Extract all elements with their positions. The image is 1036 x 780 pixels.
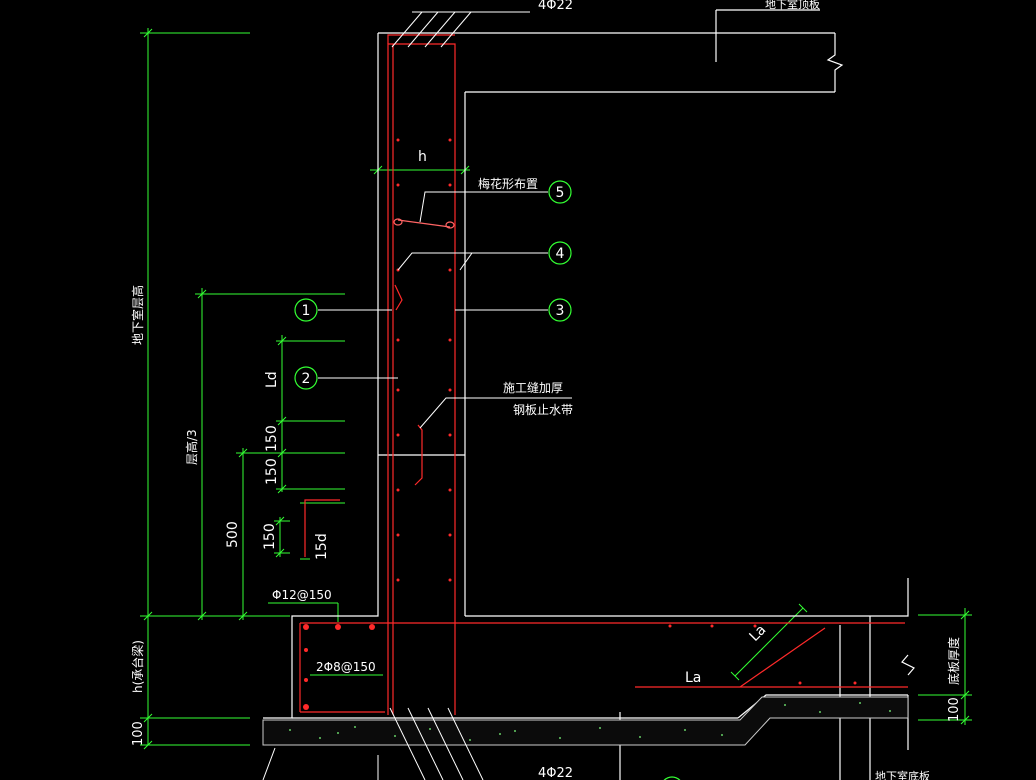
dim-150b: 150: [264, 458, 280, 485]
dim-100-left: 100: [131, 721, 146, 746]
callout-4-label: 4: [556, 246, 565, 262]
top-rebar-label: 4Φ22: [538, 0, 573, 13]
base-thickness-label: 底板厚度: [946, 637, 961, 685]
la-upper-label: La: [747, 622, 770, 645]
callout-6: [663, 776, 681, 780]
left-dim-floor: 层高/3: [184, 429, 199, 465]
wall-outline: [263, 9, 915, 780]
callout-5: [548, 180, 572, 204]
callouts: [294, 180, 681, 780]
callout-3: [548, 298, 572, 322]
callout-4: [548, 241, 572, 265]
callout-3-label: 3: [556, 303, 565, 319]
dimension-lines: [140, 28, 972, 750]
tie-bar-5: [393, 218, 455, 229]
callout-2: [294, 366, 318, 390]
leaders: [262, 11, 572, 780]
callout-5-label: 5: [556, 185, 565, 201]
bottom-rebar-label: 4Φ22: [538, 766, 573, 780]
plum-layout-label: 梅花形布置: [478, 176, 538, 191]
dim-100-right: 100: [947, 697, 962, 722]
callout-1-label: 1: [302, 303, 311, 319]
dim-150c: 150: [262, 523, 278, 550]
dim-150a: 150: [264, 425, 280, 452]
left-dim-total: 地下室层高: [130, 285, 145, 345]
bottom-note: 地下室底板: [875, 769, 930, 780]
rebar-dots: [303, 138, 857, 710]
construction-joint-label: 施工缝加厚: [503, 380, 563, 395]
callout-1: [294, 298, 318, 322]
h-beam-label: h(承台梁): [130, 640, 145, 693]
h-label: h: [418, 149, 427, 165]
dim-500: 500: [225, 521, 241, 548]
dim-15d: 15d: [314, 533, 330, 560]
phi8-label: 2Φ8@150: [316, 660, 376, 674]
phi12-label: Φ12@150: [272, 588, 332, 602]
concrete-blinding: [262, 696, 909, 746]
callout-2-label: 2: [302, 371, 311, 387]
ld-label: Ld: [264, 371, 280, 388]
slab-note: 地下室顶板: [765, 0, 820, 11]
rebar: [299, 34, 908, 715]
steel-waterstop-label: 钢板止水带: [513, 403, 573, 417]
la-lower-label: La: [685, 670, 701, 686]
